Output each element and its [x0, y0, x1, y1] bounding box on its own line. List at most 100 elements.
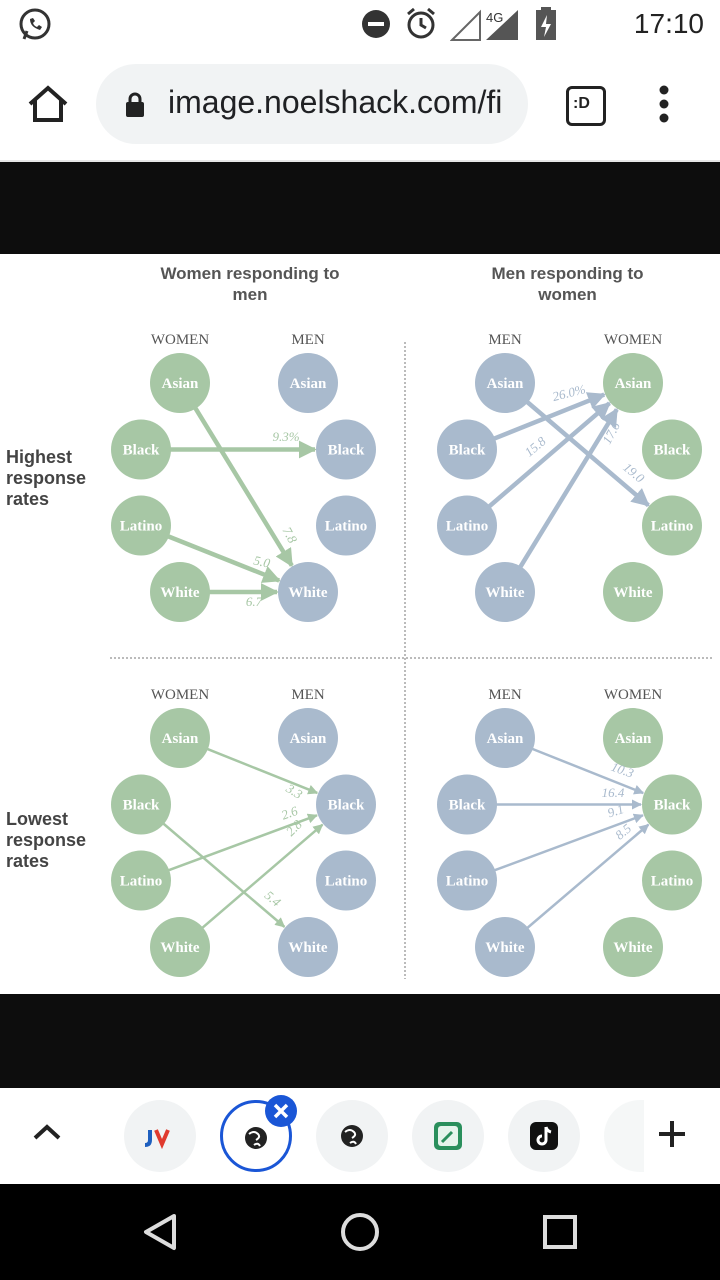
- node-label: Latino: [446, 519, 489, 535]
- node-label: Black: [123, 443, 160, 459]
- tab-count-label: :D: [573, 95, 590, 112]
- node-right-white: [603, 562, 663, 622]
- node-left-latino: [111, 850, 171, 911]
- image-letterbox-top: [0, 162, 720, 254]
- node-left-white: [475, 917, 535, 977]
- edge-value-label: 6.7: [246, 594, 263, 609]
- node-left-latino: [111, 495, 171, 556]
- tab-globe[interactable]: [316, 1100, 388, 1172]
- node-label: Black: [449, 443, 486, 459]
- url-text: image.noelshack.com/fi: [168, 84, 503, 120]
- system-nav-bar: [0, 1184, 720, 1280]
- more-menu-icon[interactable]: [654, 84, 674, 124]
- node-right-latino: [642, 850, 702, 911]
- edge-value-label: 7.8: [280, 524, 301, 546]
- column-header-right: WOMEN: [604, 332, 662, 348]
- browser-toolbar: image.noelshack.com/fi :D: [0, 50, 720, 162]
- edge-value-label: 17.6: [599, 419, 623, 447]
- edge-asian-to-white: [191, 403, 294, 568]
- node-left-black: [437, 774, 497, 835]
- column-header-left: WOMEN: [151, 687, 209, 703]
- node-label: Latino: [120, 874, 163, 890]
- edge-asian-to-black: [203, 746, 319, 795]
- node-left-asian: [150, 708, 210, 768]
- column-header-right: MEN: [291, 687, 325, 703]
- new-tab-plus-icon[interactable]: [656, 1118, 688, 1150]
- edge-white-to-black: [523, 823, 650, 932]
- tab-jv[interactable]: [124, 1100, 196, 1172]
- node-label: Latino: [446, 874, 489, 890]
- node-left-white: [475, 562, 535, 622]
- node-label: Asian: [290, 376, 327, 392]
- node-label: Latino: [325, 874, 368, 890]
- panel-title-men: Men responding to women: [491, 264, 644, 304]
- node-label: Asian: [162, 731, 199, 747]
- column-header-left: WOMEN: [151, 332, 209, 348]
- edge-value-label: 16.4: [602, 785, 625, 800]
- node-right-asian: [278, 353, 338, 413]
- node-left-black: [111, 419, 171, 480]
- node-label: White: [288, 940, 328, 956]
- edge-value-label: 10.3: [609, 759, 636, 781]
- node-right-black: [642, 774, 702, 835]
- panel-title-women: Women responding to men: [160, 264, 340, 304]
- node-left-black: [111, 774, 171, 835]
- edge-latino-to-black: [490, 813, 644, 873]
- back-icon[interactable]: [140, 1212, 180, 1252]
- edge-value-label: 15.8: [522, 433, 549, 459]
- chevron-up-icon[interactable]: [32, 1122, 62, 1142]
- edge-value-label: 5.0: [252, 553, 272, 571]
- node-left-latino: [437, 850, 497, 911]
- node-label: Black: [328, 798, 365, 814]
- edge-value-label: 5.4: [262, 888, 284, 910]
- close-tab-icon[interactable]: [264, 1094, 298, 1128]
- address-bar[interactable]: image.noelshack.com/fi: [96, 64, 528, 144]
- tab-switcher-button[interactable]: :D: [566, 86, 606, 126]
- node-left-white: [150, 562, 210, 622]
- column-header-left: MEN: [488, 332, 522, 348]
- edge-value-label: 3.3: [283, 780, 306, 802]
- node-label: Latino: [325, 519, 368, 535]
- edge-value-label: 26.0%: [551, 381, 587, 404]
- node-left-asian: [150, 353, 210, 413]
- chart-image: Women responding to men Men responding t…: [0, 254, 720, 994]
- tab-strip: [0, 1088, 720, 1184]
- do-not-disturb-icon: [362, 10, 390, 38]
- tab-app-green[interactable]: [412, 1100, 484, 1172]
- node-right-asian: [278, 708, 338, 768]
- home-icon[interactable]: [26, 84, 70, 124]
- column-header-right: WOMEN: [604, 687, 662, 703]
- node-label: Black: [654, 443, 691, 459]
- node-right-latino: [642, 495, 702, 556]
- column-header-right: MEN: [291, 332, 325, 348]
- node-label: White: [485, 585, 525, 601]
- edge-latino-to-black: [164, 813, 318, 873]
- edge-asian-to-latino: [523, 398, 650, 508]
- node-label: White: [613, 940, 653, 956]
- edge-white-to-asian: [516, 407, 619, 572]
- edge-latino-to-asian: [485, 401, 611, 511]
- node-label: White: [613, 585, 653, 601]
- node-right-white: [278, 562, 338, 622]
- node-label: Asian: [487, 731, 524, 747]
- edge-value-label: 2.6: [279, 803, 300, 823]
- alarm-icon: [407, 7, 435, 39]
- edge-value-label: 9.1: [606, 801, 626, 820]
- column-header-left: MEN: [488, 687, 522, 703]
- node-right-asian: [603, 708, 663, 768]
- tab-tiktok[interactable]: [508, 1100, 580, 1172]
- node-left-latino: [437, 495, 497, 556]
- tab-partial[interactable]: [604, 1100, 644, 1172]
- edge-latino-to-white: [164, 533, 281, 583]
- home-nav-icon[interactable]: [340, 1212, 380, 1252]
- node-label: Black: [123, 798, 160, 814]
- row-label-lowest: Lowest response rates: [6, 809, 87, 871]
- clock: 17:10: [633, 8, 704, 39]
- recents-icon[interactable]: [542, 1214, 578, 1250]
- edge-value-label: 9.3%: [272, 429, 299, 444]
- jv-logo-icon: [144, 1129, 170, 1150]
- node-label: Black: [654, 798, 691, 814]
- globe-icon: [341, 1125, 363, 1147]
- node-label: Asian: [615, 731, 652, 747]
